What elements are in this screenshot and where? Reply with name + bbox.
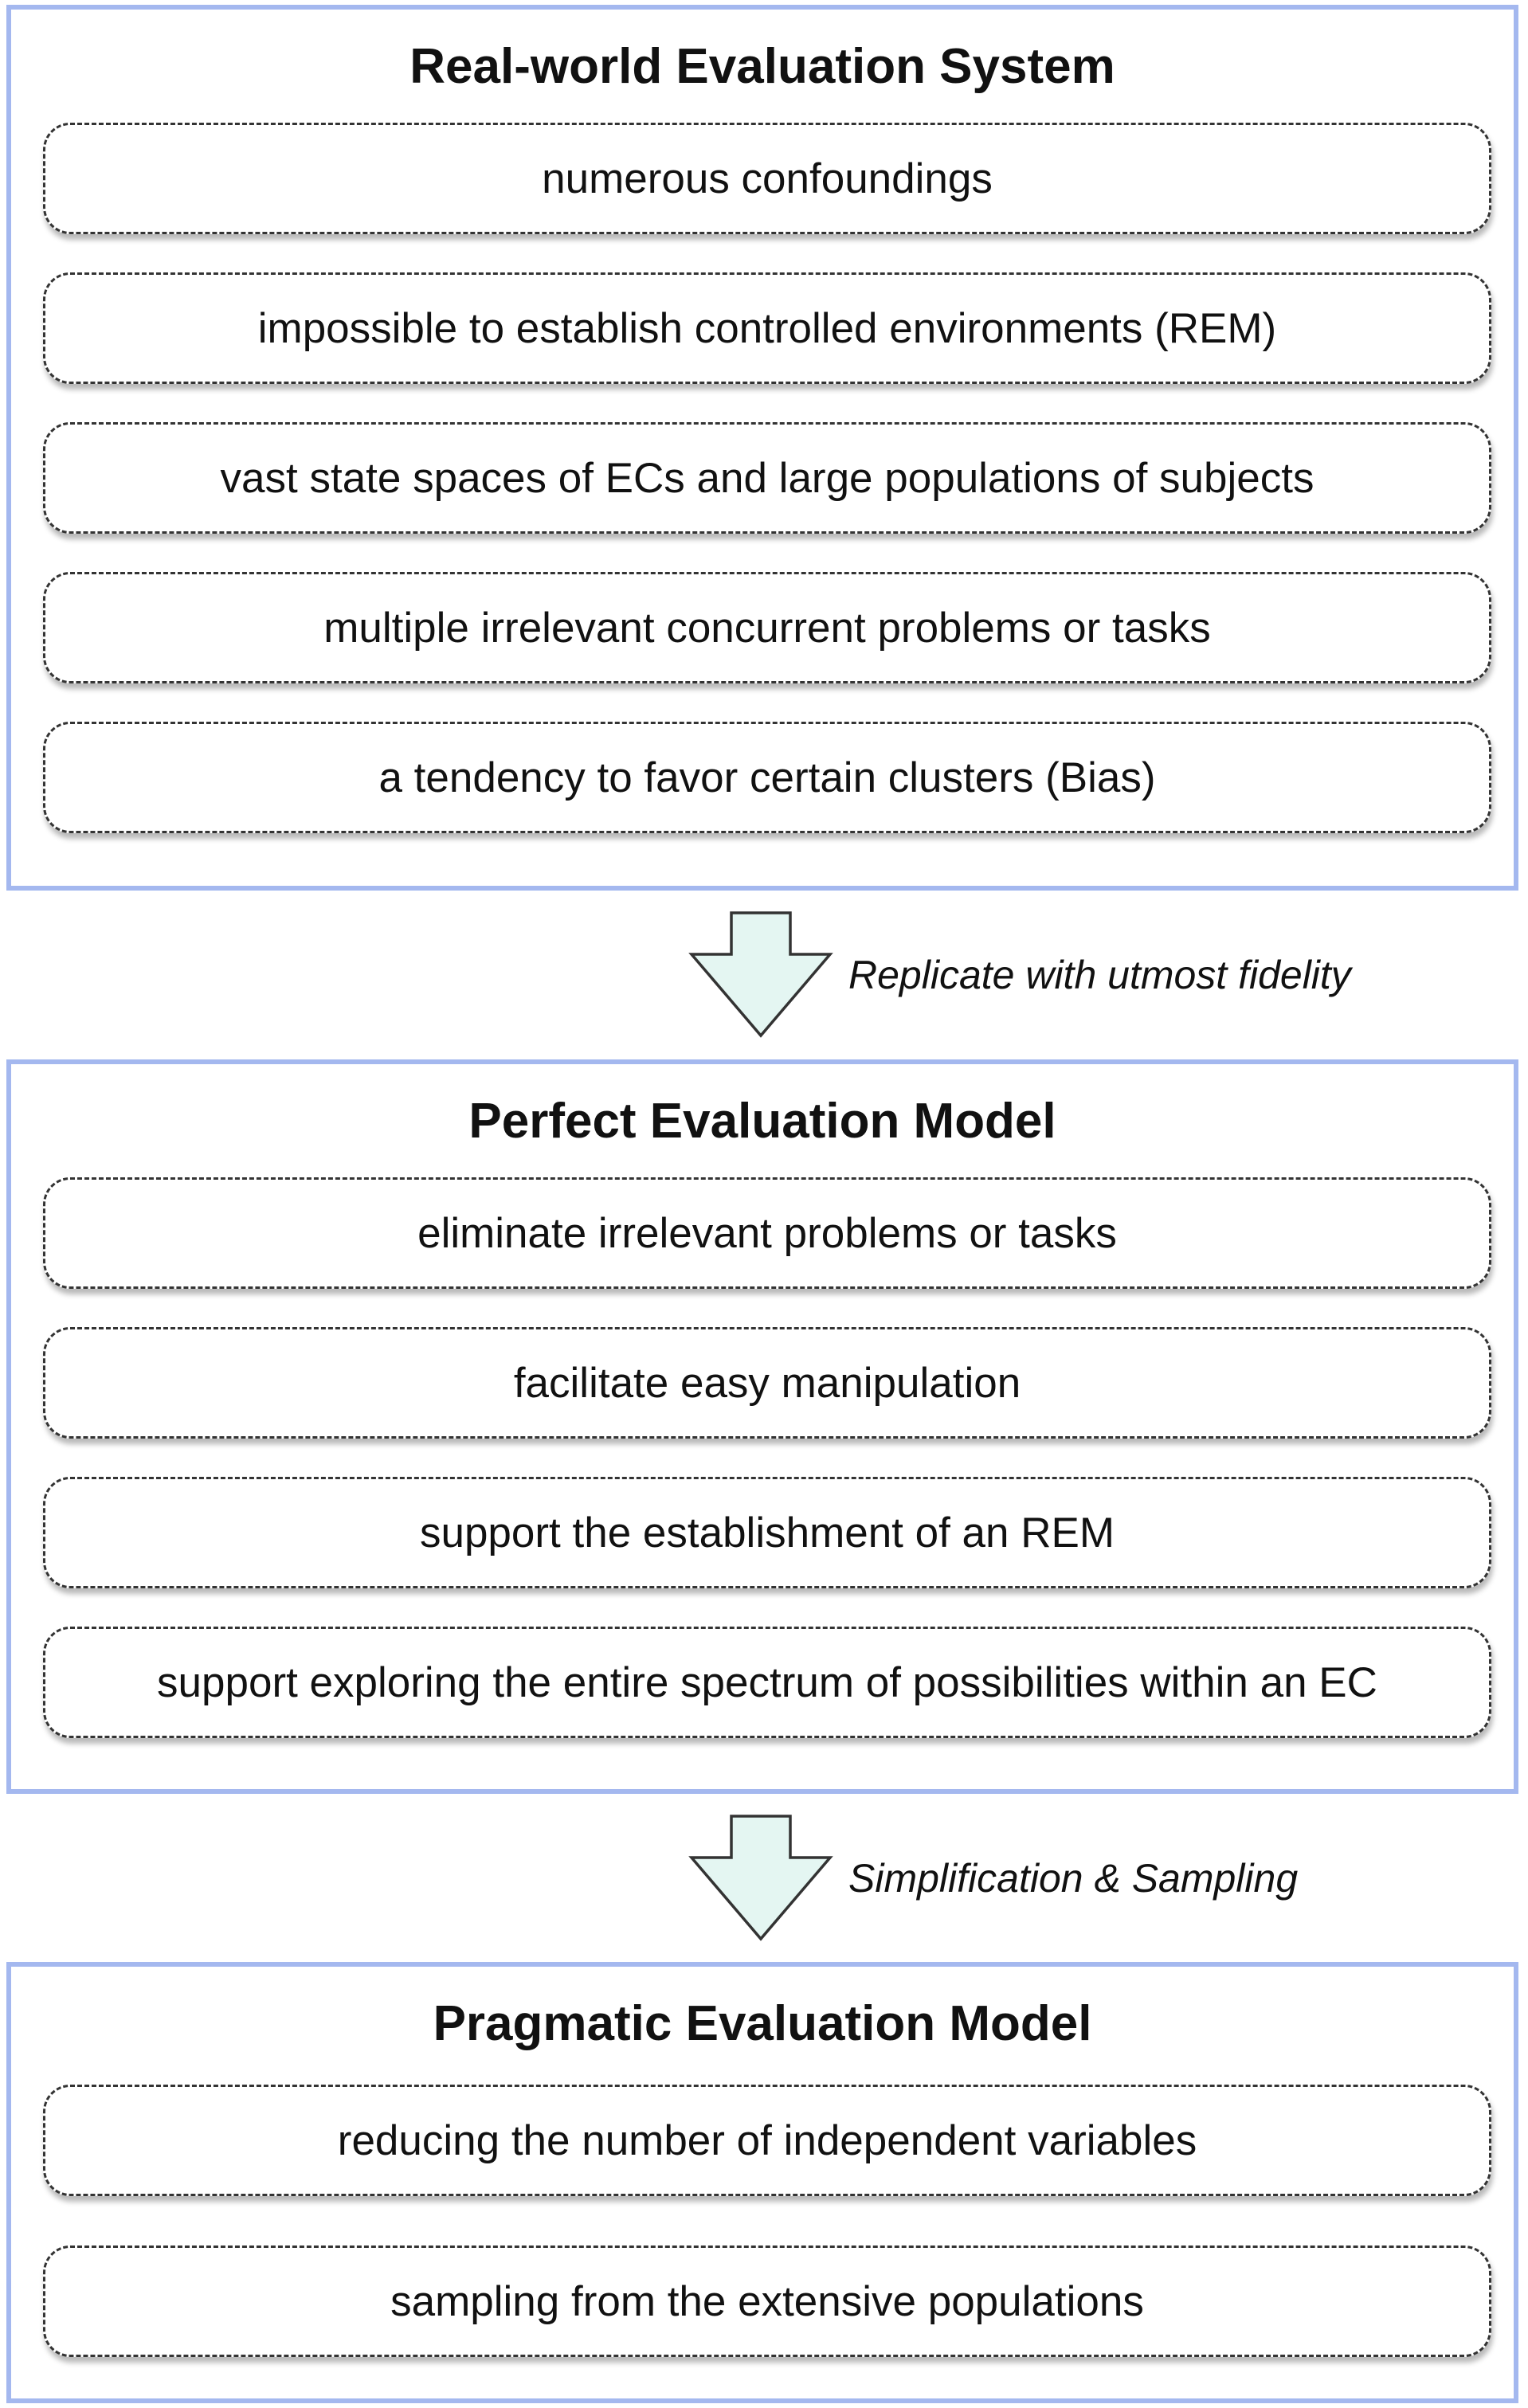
section-title: Pragmatic Evaluation Model	[433, 1996, 1092, 2051]
list-item: vast state spaces of ECs and large popul…	[43, 422, 1491, 534]
down-arrow-icon	[688, 911, 833, 1038]
list-item: a tendency to favor certain clusters (Bi…	[43, 722, 1491, 833]
section-title: Real-world Evaluation System	[409, 39, 1115, 94]
list-item: eliminate irrelevant problems or tasks	[43, 1177, 1491, 1289]
list-item: numerous confoundings	[43, 123, 1491, 234]
section-perfect-evaluation-model: Perfect Evaluation Model eliminate irrel…	[6, 1059, 1518, 1794]
list-item: support exploring the entire spectrum of…	[43, 1627, 1491, 1738]
list-item: impossible to establish controlled envir…	[43, 272, 1491, 384]
section-title: Perfect Evaluation Model	[468, 1094, 1056, 1149]
transition-label: Replicate with utmost fidelity	[848, 953, 1351, 997]
list-item: support the establishment of an REM	[43, 1477, 1491, 1588]
down-arrow-icon	[688, 1815, 833, 1941]
list-item: facilitate easy manipulation	[43, 1327, 1491, 1439]
list-item: reducing the number of independent varia…	[43, 2085, 1491, 2196]
section-real-world-evaluation-system: Real-world Evaluation System numerous co…	[6, 5, 1518, 891]
transition-connector: Simplification & Sampling	[685, 1811, 1482, 1947]
section-pragmatic-evaluation-model: Pragmatic Evaluation Model reducing the …	[6, 1962, 1518, 2403]
list-item: multiple irrelevant concurrent problems …	[43, 572, 1491, 683]
transition-label: Simplification & Sampling	[848, 1856, 1299, 1901]
list-item: sampling from the extensive populations	[43, 2246, 1491, 2357]
transition-connector: Replicate with utmost fidelity	[685, 908, 1482, 1043]
